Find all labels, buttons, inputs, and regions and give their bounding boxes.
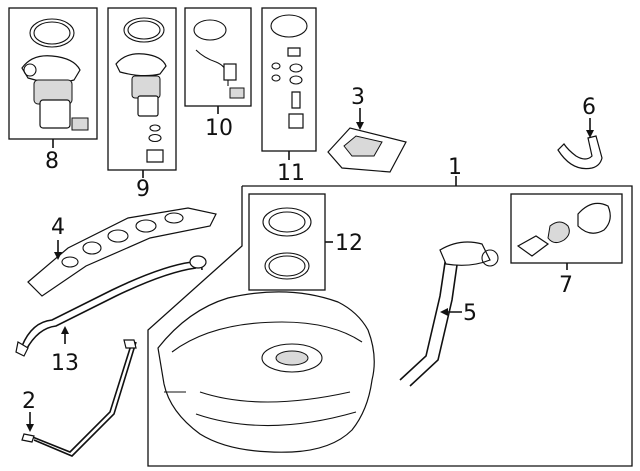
arrow-head-13 [61, 326, 69, 334]
part-12-seal-rings [248, 193, 326, 291]
callout-11: 11 [277, 161, 305, 186]
arrow-head-2 [26, 424, 34, 432]
callout-3: 3 [351, 85, 365, 110]
callout-6: 6 [582, 95, 596, 120]
part-6-clip [557, 135, 603, 170]
callout-13: 13 [51, 351, 79, 376]
arrow-head-3 [356, 122, 364, 130]
part-8-fuel-pump-module [8, 7, 98, 140]
part-10-fuel-level-sender [184, 7, 252, 107]
callout-5: 5 [463, 301, 477, 326]
part-5-filler-pipe [399, 241, 499, 387]
callout-2: 2 [22, 389, 36, 414]
callout-1: 1 [448, 155, 462, 180]
callout-7: 7 [559, 273, 573, 298]
part-9-pump-components [107, 7, 177, 171]
part-11-box [261, 7, 317, 152]
part-4-tank-strap-bracket [27, 207, 217, 297]
callout-8: 8 [45, 149, 59, 174]
arrow-head-5 [440, 308, 448, 316]
part-1-assembly-box [147, 185, 633, 467]
arrow-head-6 [586, 130, 594, 138]
callout-10: 10 [205, 116, 233, 141]
callout-4: 4 [51, 215, 65, 240]
callout-9: 9 [136, 177, 150, 202]
arrow-head-4 [54, 252, 62, 260]
callout-12: 12 [335, 231, 363, 256]
part-3-heat-shield [327, 127, 407, 173]
part-9-box [107, 7, 177, 171]
part-2-tank-strap [21, 339, 137, 457]
part-11-valve-kit [261, 7, 317, 152]
part-13-vent-hose [15, 255, 207, 357]
part-1-fuel-tank [157, 291, 375, 453]
part-7-filler-components [510, 193, 623, 264]
